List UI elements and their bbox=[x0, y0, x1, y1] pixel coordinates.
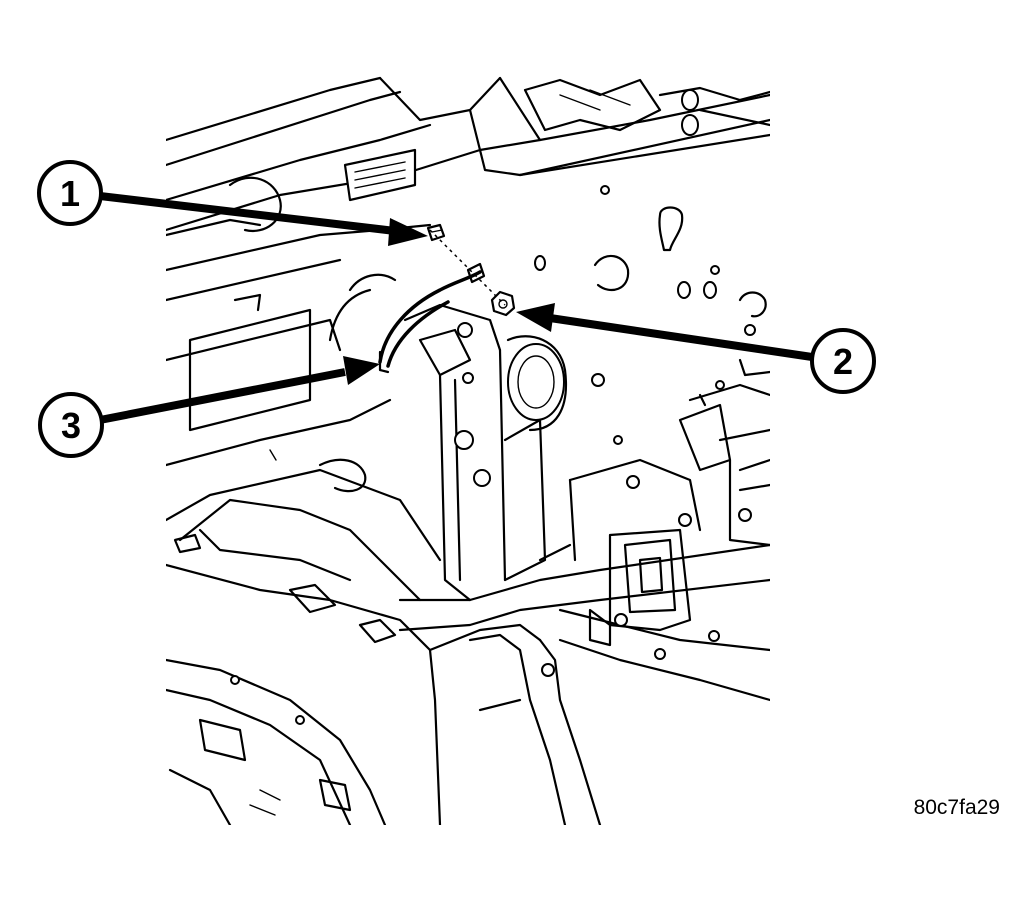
callout-1: 1 bbox=[37, 160, 103, 226]
body-structure-illustration bbox=[166, 76, 770, 825]
leader-arrow-3 bbox=[99, 356, 380, 424]
clamp-bracket bbox=[378, 262, 486, 374]
callout-number-3: 3 bbox=[61, 405, 81, 446]
figure-id-label: 80c7fa29 bbox=[913, 796, 1000, 819]
leader-arrow-2 bbox=[516, 303, 813, 361]
callout-number-2: 2 bbox=[833, 341, 853, 382]
nut-fastener bbox=[490, 290, 516, 317]
callout-number-1: 1 bbox=[60, 173, 80, 214]
callout-2: 2 bbox=[810, 328, 876, 394]
callout-3: 3 bbox=[38, 392, 104, 458]
leader-arrow-1 bbox=[99, 192, 428, 246]
bolt-fastener bbox=[426, 223, 446, 242]
